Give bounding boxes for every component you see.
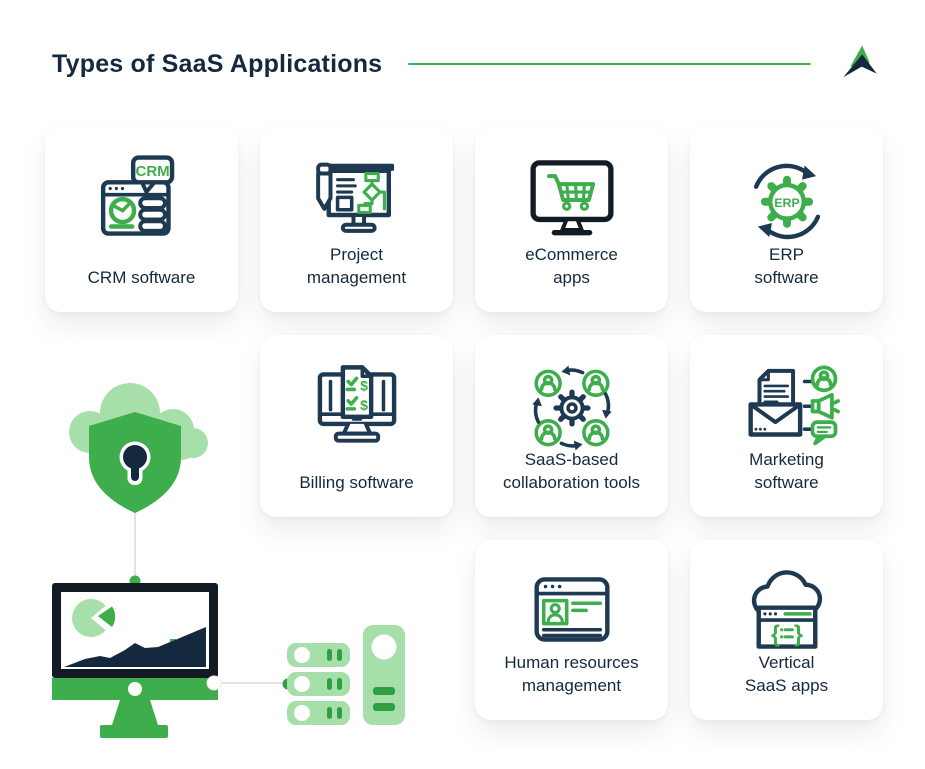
security-shield-lock-icon [89, 412, 181, 513]
project-management-icon [260, 147, 453, 253]
vertical-saas-icon: { } [690, 560, 883, 666]
card-collaboration-tools: SaaS-based collaboration tools [475, 335, 668, 517]
card-label: Vertical SaaS apps [744, 653, 829, 696]
card-crm-software: CRM CRM software [45, 127, 238, 312]
card-ecommerce-apps: eCommerce apps [475, 127, 668, 312]
card-label: Marketing software [749, 450, 824, 493]
header: Types of SaaS Applications [52, 42, 883, 86]
marketing-software-icon [690, 355, 883, 461]
card-label: Human resources management [504, 653, 639, 696]
card-marketing-software: Marketing software [690, 335, 883, 517]
card-vertical-saas: { } Vertical SaaS apps [690, 540, 883, 720]
card-hr-management: Human resources management [475, 540, 668, 720]
svg-text:$: $ [360, 377, 368, 393]
svg-text:}: } [794, 620, 803, 646]
card-label: CRM software [87, 268, 196, 288]
card-label: Billing software [299, 473, 414, 493]
page-title: Types of SaaS Applications [52, 49, 383, 78]
crm-software-icon: CRM [45, 147, 238, 253]
collaboration-tools-icon [475, 355, 668, 461]
card-project-management: Project management [260, 127, 453, 312]
svg-text:$: $ [360, 397, 368, 413]
mountain-arrow-logo [843, 45, 877, 78]
card-label: Project management [306, 245, 407, 288]
erp-software-icon: ERP [690, 147, 883, 253]
ecommerce-apps-icon [475, 147, 668, 253]
saas-cloud-illustration [52, 383, 405, 738]
card-label: eCommerce apps [525, 245, 618, 288]
card-billing-software: $ $ Billing software [260, 335, 453, 517]
hr-management-icon [475, 560, 668, 666]
billing-software-icon: $ $ [260, 355, 453, 461]
card-label: ERP software [754, 245, 819, 288]
server-rack-illustration [287, 625, 405, 725]
analytics-monitor-illustration [52, 583, 218, 738]
card-label: SaaS-based collaboration tools [502, 450, 641, 493]
svg-text:ERP: ERP [774, 196, 799, 210]
card-erp-software: ERP ERP software [690, 127, 883, 312]
svg-text:{: { [771, 620, 780, 646]
svg-text:CRM: CRM [135, 163, 169, 180]
title-divider [408, 63, 811, 65]
